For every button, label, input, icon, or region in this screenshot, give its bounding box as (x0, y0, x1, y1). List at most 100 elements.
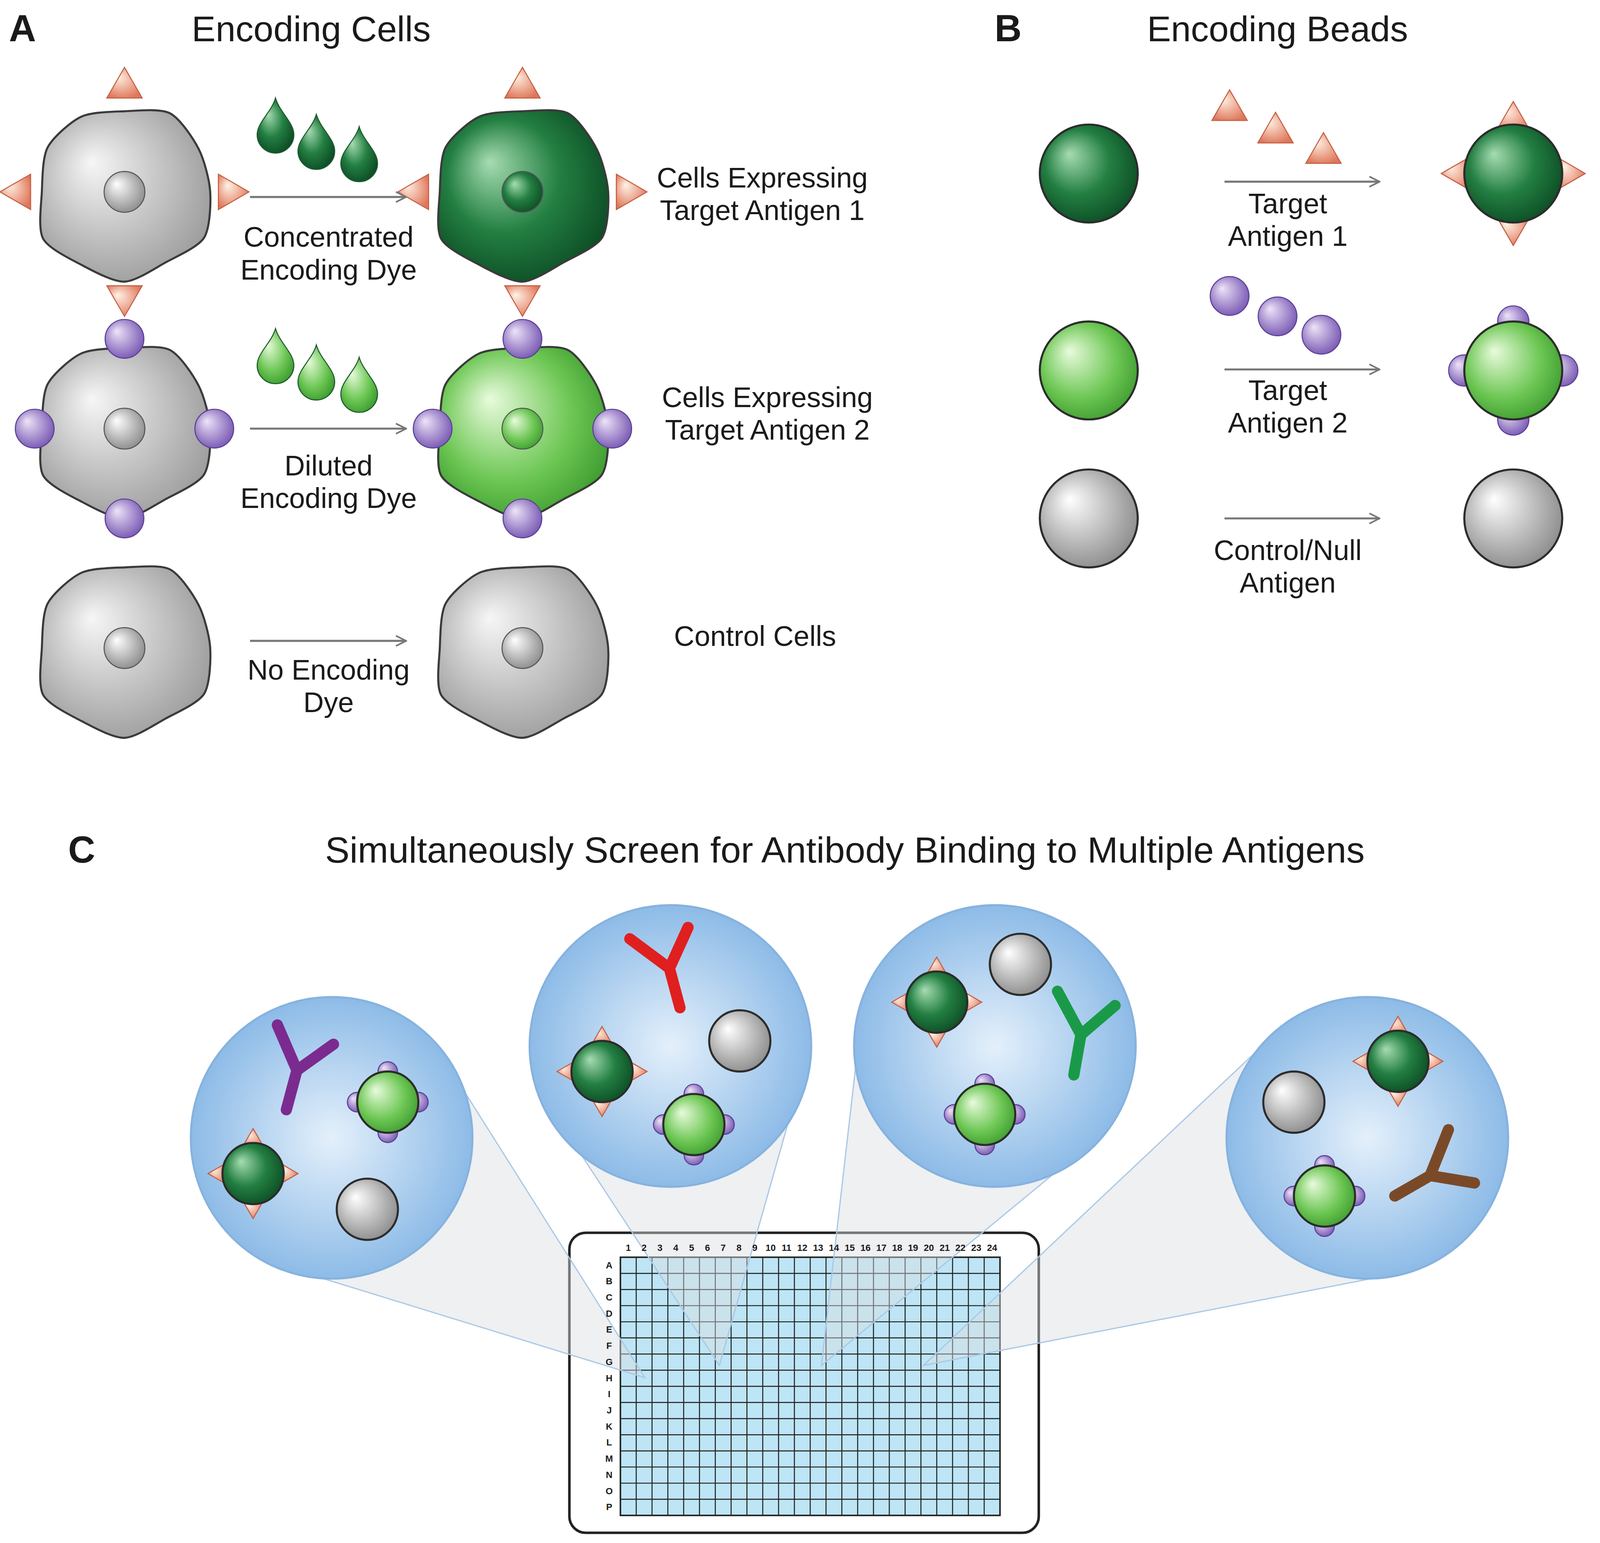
column-number: 9 (752, 1242, 758, 1253)
bead (663, 1093, 725, 1155)
row-letter: A (605, 1260, 613, 1271)
cell-body (40, 347, 211, 519)
antigen-1 (106, 285, 143, 317)
bead (906, 971, 968, 1033)
microplate (569, 1232, 1040, 1533)
column-number: 21 (939, 1242, 950, 1253)
column-number: 10 (765, 1242, 776, 1253)
well-line (620, 1402, 1000, 1403)
cell-body (438, 110, 609, 282)
column-number: 18 (892, 1242, 903, 1253)
row-letter: F (606, 1340, 612, 1351)
column-number: 23 (971, 1242, 982, 1253)
column-number: 4 (673, 1242, 679, 1253)
well-zoom (529, 905, 812, 1187)
cell-body (40, 566, 211, 738)
well-line (620, 1337, 1000, 1339)
row-letter: L (606, 1437, 612, 1448)
antigen-1 (106, 67, 143, 98)
row-letter: E (606, 1324, 613, 1335)
antigen-1 (1257, 112, 1294, 143)
cell-type-label: Control Cells (674, 619, 837, 653)
well-line (620, 1369, 1000, 1371)
well-line (620, 1305, 1000, 1306)
cell-body (438, 566, 609, 738)
bead (357, 1071, 419, 1133)
row-letter: G (605, 1356, 613, 1368)
bead (1367, 1030, 1429, 1093)
column-number: 20 (923, 1242, 934, 1253)
well-line (620, 1482, 1000, 1484)
bead (1263, 1071, 1325, 1133)
column-number: 22 (955, 1242, 966, 1253)
antigen-1 (504, 67, 540, 98)
column-number: 11 (781, 1242, 792, 1253)
bead (1293, 1165, 1355, 1227)
bead (222, 1142, 284, 1205)
cell-nucleus (502, 627, 543, 669)
antibody (1379, 1129, 1478, 1221)
well-line (620, 1498, 1000, 1500)
dye-drop (257, 328, 294, 384)
column-number: 7 (720, 1242, 726, 1253)
bead (1464, 321, 1563, 420)
row-letter: J (606, 1405, 612, 1416)
dye-drop (297, 114, 335, 170)
step-label: No Encoding Dye (228, 653, 429, 719)
column-number: 15 (844, 1242, 855, 1253)
antigen-2 (1302, 315, 1341, 355)
arrow (1224, 180, 1380, 183)
dye-drop (297, 345, 335, 400)
panel-heading: Simultaneously Screen for Antibody Bindi… (325, 828, 1365, 871)
arrow (250, 195, 407, 198)
antibody (256, 1025, 335, 1118)
bead (571, 1040, 633, 1103)
well-line (620, 1417, 1000, 1419)
step-label: Concentrated Encoding Dye (228, 220, 429, 286)
cell-type-label: Cells Expressing Target Antigen 2 (655, 380, 880, 446)
row-letter: I (607, 1389, 611, 1400)
column-number: 19 (907, 1242, 918, 1253)
antigen-2 (105, 319, 144, 359)
bead (336, 1178, 398, 1240)
column-number: 2 (641, 1242, 647, 1253)
row-letter: D (605, 1308, 613, 1319)
column-number: 1 (625, 1242, 631, 1253)
well-line (620, 1466, 1000, 1468)
antigen-1 (504, 285, 540, 317)
antigen-2 (592, 409, 632, 448)
panel-heading: Encoding Beads (1147, 7, 1408, 50)
antigen-1 (616, 174, 647, 210)
dye-drop (257, 97, 294, 153)
step-label: Diluted Encoding Dye (228, 449, 429, 515)
panel-letter: A (8, 7, 36, 51)
row-letter: O (605, 1485, 613, 1497)
bead (954, 1083, 1016, 1145)
cell-nucleus (104, 171, 145, 213)
bead (1040, 321, 1138, 420)
column-number: 24 (987, 1242, 998, 1253)
panel-letter: C (67, 828, 95, 872)
row-letter: B (605, 1276, 613, 1287)
arrow (250, 427, 407, 430)
arrow (1224, 368, 1380, 371)
row-letter: M (605, 1453, 613, 1465)
bead (990, 933, 1052, 995)
column-number: 13 (812, 1242, 823, 1253)
column-number: 6 (705, 1242, 710, 1253)
antigen-2 (1258, 297, 1298, 336)
cell-nucleus (502, 171, 543, 213)
antigen-2 (105, 499, 144, 538)
step-label: Control/Null Antigen (1204, 533, 1372, 599)
antigen-1 (397, 174, 429, 210)
antigen-1 (0, 174, 31, 210)
row-letter: H (605, 1372, 613, 1384)
cell-nucleus (104, 627, 145, 669)
cell-body (438, 347, 609, 519)
dye-drop (340, 357, 378, 413)
well-line (620, 1385, 1000, 1387)
column-number: 12 (797, 1242, 808, 1253)
well-line (620, 1434, 1000, 1435)
column-number: 3 (657, 1242, 663, 1253)
